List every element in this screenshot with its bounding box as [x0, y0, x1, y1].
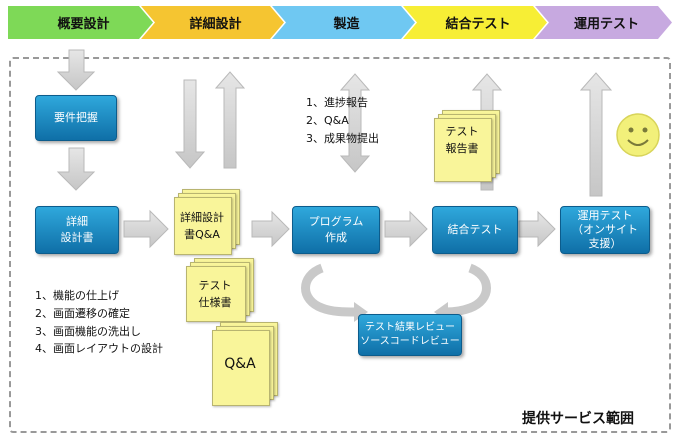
list-item: 1、機能の仕上げ — [35, 289, 119, 302]
service-scope-frame — [9, 57, 671, 433]
note-label: Q&A — [224, 356, 256, 372]
list-item: 2、Q&A — [306, 113, 349, 127]
note-sheet — [212, 330, 270, 406]
reporting-list: 1、進捗報告 2、Q&A 3、成果物提出 — [306, 94, 379, 147]
detail-design-doc-box: 詳細 設計書 — [35, 206, 119, 254]
box-label: 要件把握 — [54, 111, 98, 125]
loop-arrow-right — [445, 263, 491, 317]
note-label: テスト — [445, 125, 479, 138]
phase-label: 製造 — [333, 17, 360, 32]
arrow-updown — [339, 73, 371, 173]
box-label: 結合テスト — [447, 223, 503, 237]
note-label: テスト — [198, 279, 232, 292]
note-label: 仕様書 — [198, 295, 232, 309]
phase-detail-design: 詳細設計 — [141, 6, 284, 39]
detail-tasks-list: 1、機能の仕上げ 2、画面遷移の確定 3、画面機能の洗出し 4、画面レイアウトの… — [35, 287, 163, 358]
test-spec-note: テスト 仕様書 — [186, 278, 244, 311]
review-box: テスト結果レビュー ソースコードレビュー — [358, 314, 462, 356]
note-label: 詳細設計 — [180, 211, 224, 224]
note-label: 書Q&A — [184, 227, 220, 241]
phase-label: 概要設計 — [57, 17, 110, 32]
qa-note: Q&A — [212, 354, 268, 375]
box-label: テスト結果レビュー — [365, 322, 455, 333]
arrow-up — [579, 72, 613, 197]
list-item: 4、画面レイアウトの設計 — [35, 342, 163, 356]
phase-basic-design: 概要設計 — [8, 6, 153, 39]
arrow-right — [518, 210, 556, 248]
note-sheet — [174, 197, 232, 255]
integration-test-box: 結合テスト — [432, 206, 518, 254]
box-label: 作成 — [325, 231, 347, 244]
loop-arrow-left — [301, 263, 357, 317]
arrow-right — [384, 210, 428, 248]
list-item: 3、成果物提出 — [306, 131, 379, 145]
phase-operation-test: 運用テスト — [535, 6, 672, 39]
list-item: 3、画面機能の洗出し — [35, 324, 141, 338]
phase-label: 運用テスト — [573, 17, 639, 32]
arrow-down — [56, 147, 96, 191]
requirements-box: 要件把握 — [35, 95, 117, 141]
arrow-up — [214, 71, 246, 169]
detail-design-qa-note: 詳細設計 書Q&A — [174, 210, 230, 243]
box-label: ソースコードレビュー — [360, 336, 460, 347]
note-sheet — [186, 266, 246, 322]
arrow-right — [251, 210, 290, 248]
operation-test-box: 運用テスト （オンサイト 支援） — [560, 206, 650, 254]
box-label: 設計書 — [60, 231, 94, 244]
test-report-note: テスト 報告書 — [434, 124, 490, 157]
box-label: （オンサイト — [572, 222, 638, 236]
arrow-right — [123, 209, 169, 249]
smiley-icon — [616, 113, 660, 157]
list-item: 1、進捗報告 — [306, 96, 368, 109]
loop-arrowhead — [354, 302, 368, 322]
phase-label: 結合テスト — [445, 17, 511, 32]
scope-label: 提供サービス範囲 — [522, 411, 634, 427]
box-label: プログラム — [308, 215, 364, 229]
box-label: 運用テスト — [577, 208, 633, 222]
box-label: 支援） — [588, 237, 622, 251]
arrow-down — [174, 79, 206, 169]
note-label: 報告書 — [445, 141, 479, 155]
phase-label: 詳細設計 — [189, 17, 242, 32]
note-sheet — [434, 118, 492, 182]
phase-manufacturing: 製造 — [272, 6, 415, 39]
phase-integration-test: 結合テスト — [403, 6, 547, 39]
list-item: 2、画面遷移の確定 — [35, 306, 130, 320]
program-creation-box: プログラム 作成 — [292, 206, 380, 254]
arrow-down — [56, 49, 96, 91]
box-label: 詳細 — [66, 215, 88, 229]
